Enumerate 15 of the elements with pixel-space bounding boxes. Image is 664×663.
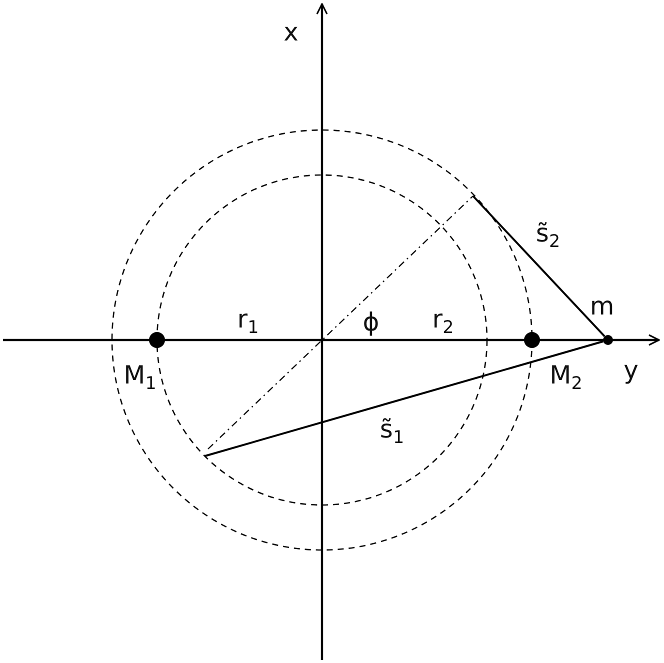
point-dot (603, 335, 613, 345)
point-label: M$_{2}$ (550, 362, 582, 394)
line-segment (204, 340, 604, 457)
line-segment (472, 195, 606, 338)
point-dot (524, 332, 540, 348)
axis-label: y (624, 358, 638, 382)
axis-label: x (284, 20, 298, 44)
point-label: M$_{1}$ (124, 362, 156, 394)
radius-label: r$_{1}$ (237, 306, 259, 338)
radius-label: r$_{2}$ (432, 306, 454, 338)
point-dot (149, 332, 165, 348)
edge-label: s̃$_{2}$ (536, 220, 560, 252)
point-label: m (590, 294, 614, 318)
angle-label: ϕ (362, 310, 380, 334)
edge-label: s̃$_{1}$ (380, 416, 404, 448)
